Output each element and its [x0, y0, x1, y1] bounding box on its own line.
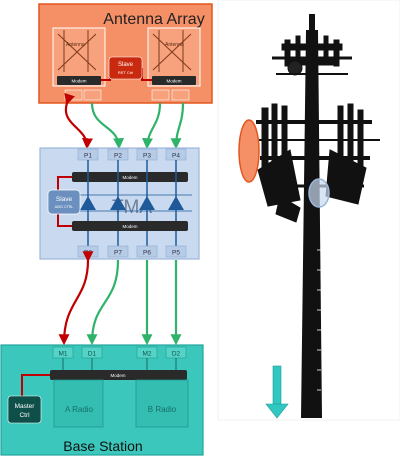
slave-ret-ctrl — [108, 56, 143, 80]
radio-b-label: B Radio — [148, 405, 177, 414]
modem-right-label: Modem — [166, 79, 181, 84]
highlight-tma — [308, 178, 330, 208]
antenna-array-title: Antenna Array — [103, 11, 204, 28]
tma-amplifier-1 — [80, 196, 96, 210]
down-arrow-to-base — [265, 365, 289, 419]
tma-modem-bottom-label: Modem — [122, 224, 137, 229]
antenna-panel-right: Antenna Modem — [147, 27, 201, 101]
base-station-ports: M1 D1 M2 D2 — [52, 346, 187, 359]
antenna-panel-left-label: Antenna — [66, 42, 85, 48]
cable-green-p4 — [170, 102, 185, 150]
cables-tma-to-base — [58, 251, 182, 346]
antenna-left-port-2 — [83, 89, 102, 101]
tma-amplifier-4 — [168, 196, 184, 210]
tma-port-p8-label: P8 — [84, 250, 92, 257]
cell-tower-illustration — [217, 0, 400, 421]
tma-block: P1 P2 P3 P4 Modem TMA Modem — [39, 147, 200, 260]
tma-slave-ctrl-sub: AISG CTRL — [55, 205, 74, 209]
base-control-wiring — [21, 374, 50, 396]
antenna-left-port-1 — [64, 89, 83, 101]
upper-antenna-cluster — [272, 35, 352, 76]
modem-right — [152, 76, 196, 85]
radio-a-box — [53, 379, 104, 428]
modem-left-label: Modem — [71, 79, 86, 84]
antenna-right-port-1 — [151, 89, 170, 101]
mast-climbing-pegs — [317, 249, 321, 391]
modem-left — [57, 76, 101, 85]
tma-port-p6 — [136, 245, 158, 258]
tma-port-p4-label: P4 — [172, 153, 180, 160]
tma-modem-bottom — [72, 221, 188, 231]
master-ctrl — [7, 395, 42, 424]
base-modem-label: Modem — [110, 373, 125, 378]
base-port-d1-label: D1 — [88, 351, 97, 358]
base-station-title: Base Station — [63, 438, 142, 454]
tma-title: TMA — [112, 197, 152, 218]
slave-ret-ctrl-sub: RET Ctrl — [118, 70, 133, 75]
tma-control-wiring — [57, 176, 72, 227]
tma-slave-ctrl — [47, 189, 81, 215]
antenna-panel-right-label: Antenna — [165, 42, 184, 48]
radio-b-box — [135, 379, 189, 428]
base-port-d2-label: D2 — [172, 351, 181, 358]
tma-port-p7 — [107, 245, 129, 258]
tma-amplifier-3 — [139, 196, 155, 210]
master-ctrl-line2: Ctrl — [19, 412, 30, 419]
cable-green-p2 — [90, 102, 125, 150]
tma-port-p2-label: P2 — [114, 153, 122, 160]
antenna-array-block: Antenna Array Antenna Modem Antenna Mode… — [38, 3, 213, 104]
tma-port-p3-label: P3 — [143, 153, 151, 160]
tma-modem-top-label: Modem — [122, 175, 137, 180]
antenna-elements-right — [152, 30, 192, 72]
radio-a-label: A Radio — [65, 405, 94, 414]
tma-modem-top — [72, 172, 188, 182]
tma-amplifier-paths — [68, 160, 192, 246]
slave-ret-ctrl-label: Slave — [118, 62, 134, 68]
tma-port-p7-label: P7 — [114, 250, 122, 257]
tower-top-pole — [309, 14, 315, 34]
base-port-m2-label: M2 — [142, 351, 151, 358]
master-ctrl-line1: Master — [15, 403, 36, 410]
antenna-right-port-2 — [171, 89, 190, 101]
tma-port-p5-label: P5 — [172, 250, 180, 257]
tma-port-p5 — [165, 245, 187, 258]
cable-green-p3 — [141, 102, 162, 150]
cable-red-m1 — [58, 251, 94, 346]
base-station-block: M1 D1 M2 D2 Modem Master Ctrl A Radio B … — [0, 344, 204, 456]
tma-amplifier-2 — [110, 196, 126, 210]
tma-slave-ctrl-label: Slave — [56, 196, 73, 203]
main-antenna-platform — [248, 103, 380, 223]
cables-antenna-to-tma — [64, 92, 185, 150]
highlight-antenna — [238, 119, 260, 183]
base-modem — [50, 370, 187, 380]
base-port-m1-label: M1 — [58, 351, 67, 358]
antenna-elements-left — [57, 30, 97, 72]
tma-port-p6-label: P6 — [143, 250, 151, 257]
tower-mast — [301, 30, 322, 418]
cable-green-d1 — [86, 259, 120, 346]
tma-port-p1-label: P1 — [84, 153, 92, 160]
cable-red-p1 — [64, 92, 93, 150]
